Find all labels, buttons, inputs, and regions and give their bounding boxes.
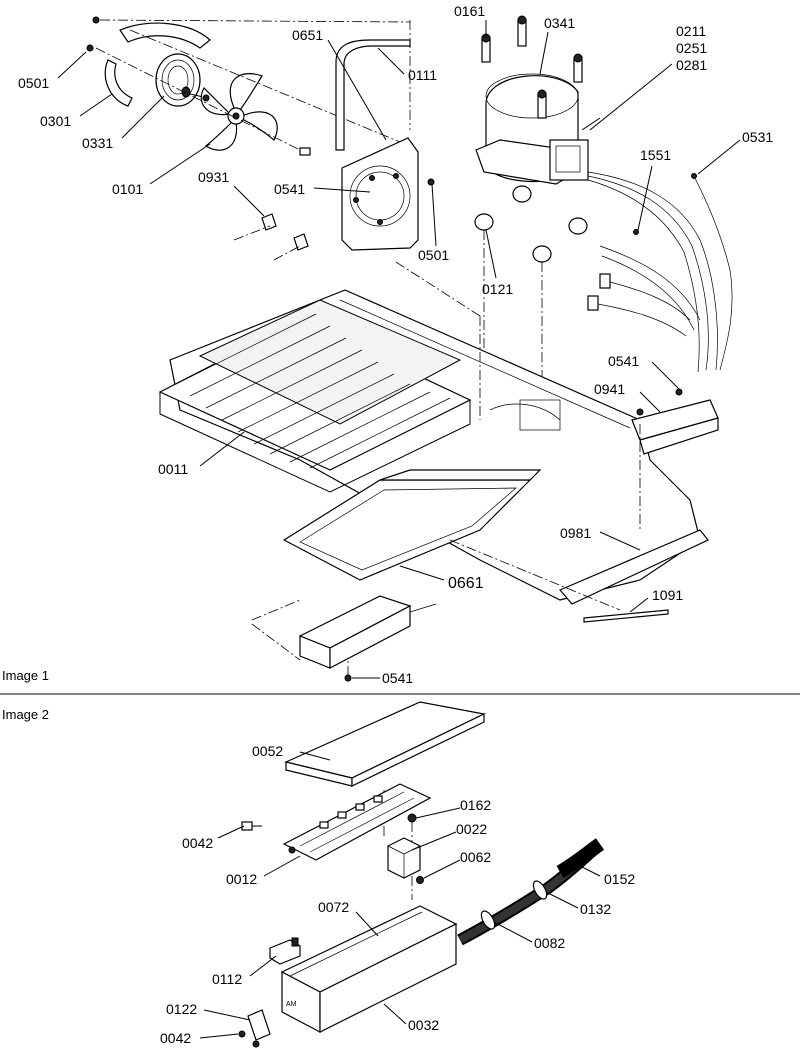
callout-0111: 0111	[408, 67, 437, 83]
screws-top-left	[86, 16, 311, 156]
callout-0501-shroud: 0501	[418, 247, 449, 263]
condenser-coil	[158, 299, 472, 493]
housing-box: AM	[280, 905, 458, 1033]
drain-tube	[335, 39, 411, 151]
callout-0082: 0082	[534, 935, 565, 951]
callout-0931: 0931	[198, 169, 229, 185]
callout-0062: 0062	[460, 849, 491, 865]
bracket-0122	[238, 1009, 271, 1048]
shroud-bracket-top	[119, 22, 211, 49]
callout-0011: 0011	[158, 461, 188, 477]
control-box	[251, 595, 437, 682]
screw-0062	[416, 876, 424, 884]
callout-0981: 0981	[560, 525, 591, 541]
wiring-harness	[587, 171, 733, 373]
callout-0012: 0012	[226, 871, 257, 887]
circuit-board	[282, 783, 432, 861]
callout-0112: 0112	[212, 971, 242, 987]
callout-0531: 0531	[742, 129, 773, 145]
callout-0042-bottom: 0042	[160, 1030, 191, 1046]
power-cord	[457, 838, 605, 946]
callout-0251: 0251	[676, 40, 707, 56]
callout-0661: 0661	[448, 575, 484, 592]
leader-lines-image2	[199, 751, 601, 1039]
callout-0301: 0301	[40, 113, 71, 129]
tube-1091	[583, 609, 669, 623]
callout-0651: 0651	[292, 27, 323, 43]
fan-shroud	[341, 137, 435, 251]
callout-0281: 0281	[676, 57, 707, 73]
callout-0541-bracket: 0541	[608, 353, 639, 369]
grommets	[474, 185, 588, 263]
fan-motor	[155, 53, 209, 107]
callout-0331: 0331	[82, 135, 113, 151]
bracket-0112	[269, 937, 301, 965]
callout-0132: 0132	[580, 901, 611, 917]
callout-0022: 0022	[456, 821, 487, 837]
drain-tray	[282, 469, 621, 611]
caption-image1: Image 1	[2, 668, 49, 683]
callout-0052: 0052	[252, 743, 283, 759]
callout-0032: 0032	[408, 1017, 439, 1033]
callout-1091: 1091	[652, 587, 683, 603]
image1-drawing: 0161 0341 0211 0251 0281 0651 0111 0501 …	[18, 3, 773, 686]
callout-1551: 1551	[640, 147, 671, 163]
callout-0101: 0101	[112, 181, 143, 197]
shroud-bracket-left	[104, 59, 133, 107]
relay	[387, 837, 421, 879]
callout-0162: 0162	[460, 797, 491, 813]
cover-plate	[284, 701, 486, 787]
bracket	[631, 388, 719, 455]
clips	[233, 213, 309, 261]
callout-0042-top: 0042	[182, 835, 213, 851]
callout-0152: 0152	[604, 871, 635, 887]
screw-0042-top	[241, 821, 262, 831]
caption-image2: Image 2	[2, 707, 49, 722]
callout-0541-shroud: 0541	[274, 181, 305, 197]
callout-0941: 0941	[594, 381, 625, 397]
image2-drawing: AM 0052 0042 0162 0022	[160, 701, 635, 1048]
callout-0072: 0072	[318, 899, 349, 915]
callout-0161: 0161	[454, 3, 485, 19]
fan-blade	[200, 73, 278, 151]
callout-0211: 0211	[676, 23, 706, 39]
leader-lines-image1	[57, 20, 741, 679]
relay-overload	[549, 117, 601, 181]
callout-0501-top: 0501	[18, 75, 49, 91]
callout-0121: 0121	[482, 281, 513, 297]
housing-marking: AM	[286, 1001, 297, 1008]
callout-0122: 0122	[166, 1001, 197, 1017]
callout-0341: 0341	[544, 15, 575, 31]
callout-0541-box: 0541	[382, 670, 413, 686]
